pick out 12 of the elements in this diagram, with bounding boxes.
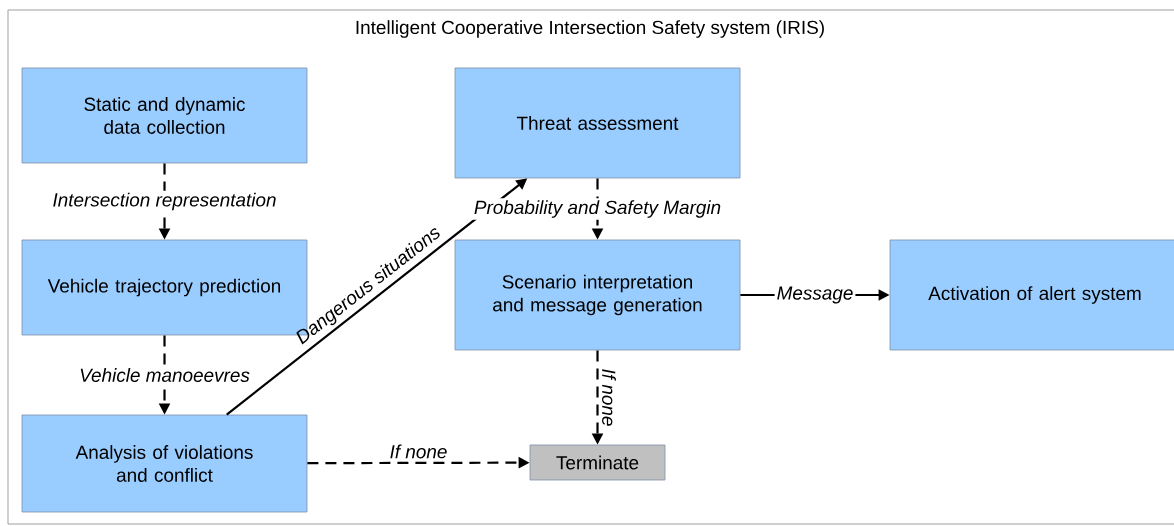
edge-label: Probability and Safety Margin [471,198,724,220]
process-box: Activation of alert system [889,239,1174,351]
process-box: Scenario interpretation and message generation [454,239,741,351]
process-box: Static and dynamic data collection [21,67,308,164]
edge-label: If none [602,369,616,426]
edge-label: Message [774,284,856,306]
edge-label: Vehicle manoeevres [77,366,252,384]
terminal-box: Terminate [529,444,666,481]
edge-label: If none [390,444,447,459]
process-box: Analysis of violations and conflict [21,414,308,513]
process-box: Threat assessment [454,67,741,179]
edge-label: Intersection representation [50,190,279,213]
